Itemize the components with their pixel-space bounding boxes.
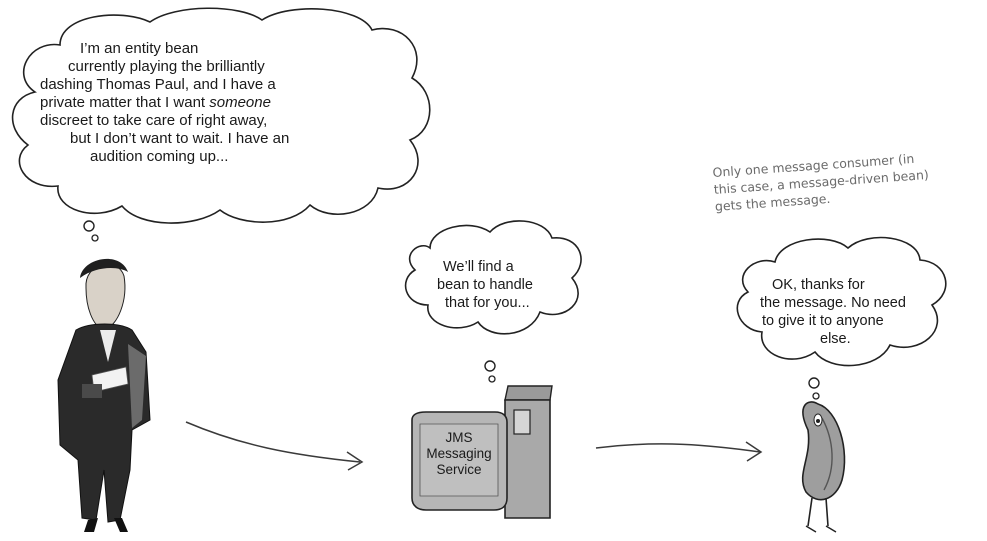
entity-bean-person [58,259,150,532]
arrow-person-to-jms [186,422,362,470]
jms-label-line-3: Service [420,462,498,478]
consumer-line-2: the message. No need [758,294,948,312]
entity-line-1: I’m an entity bean [40,40,400,58]
consumer-line-4: else. [758,330,948,348]
consumer-thought-dot-large [809,378,819,388]
jms-thought-dot-large [485,361,495,371]
entity-line-2: currently playing the brilliantly [40,58,400,76]
jms-line-2: bean to handle [437,276,567,294]
jms-label-line-1: JMS [420,430,498,446]
entity-line-3: dashing Thomas Paul, and I have a [40,76,400,94]
entity-line-4: private matter that I want someone [40,94,400,112]
jms-line-3: that for you... [437,294,567,312]
consumer-thought-dot-small [813,393,819,399]
consumer-bubble-text: OK, thanks for the message. No need to g… [758,276,948,348]
entity-emphasis: someone [209,94,271,111]
jms-box-label: JMS Messaging Service [420,430,498,478]
entity-line-5: discreet to take care of right away, [40,112,400,130]
jms-bubble-text: We’ll find a bean to handle that for you… [437,258,567,312]
arrow-jms-to-bean [596,442,761,461]
entity-thought-dot-large [84,221,94,231]
entity-line-6: but I don’t want to wait. I have an [40,130,400,148]
jms-thought-dot-small [489,376,495,382]
consumer-line-1: OK, thanks for [758,276,948,294]
jms-label-line-2: Messaging [420,446,498,462]
entity-thought-dot-small [92,235,98,241]
consumer-line-3: to give it to anyone [758,312,948,330]
entity-line-7: audition coming up... [40,148,400,166]
jms-line-1: We’ll find a [437,258,567,276]
entity-bubble-text: I’m an entity bean currently playing the… [40,40,400,166]
message-driven-bean [803,402,845,532]
entity-line-4-text: private matter that I want [40,94,209,111]
